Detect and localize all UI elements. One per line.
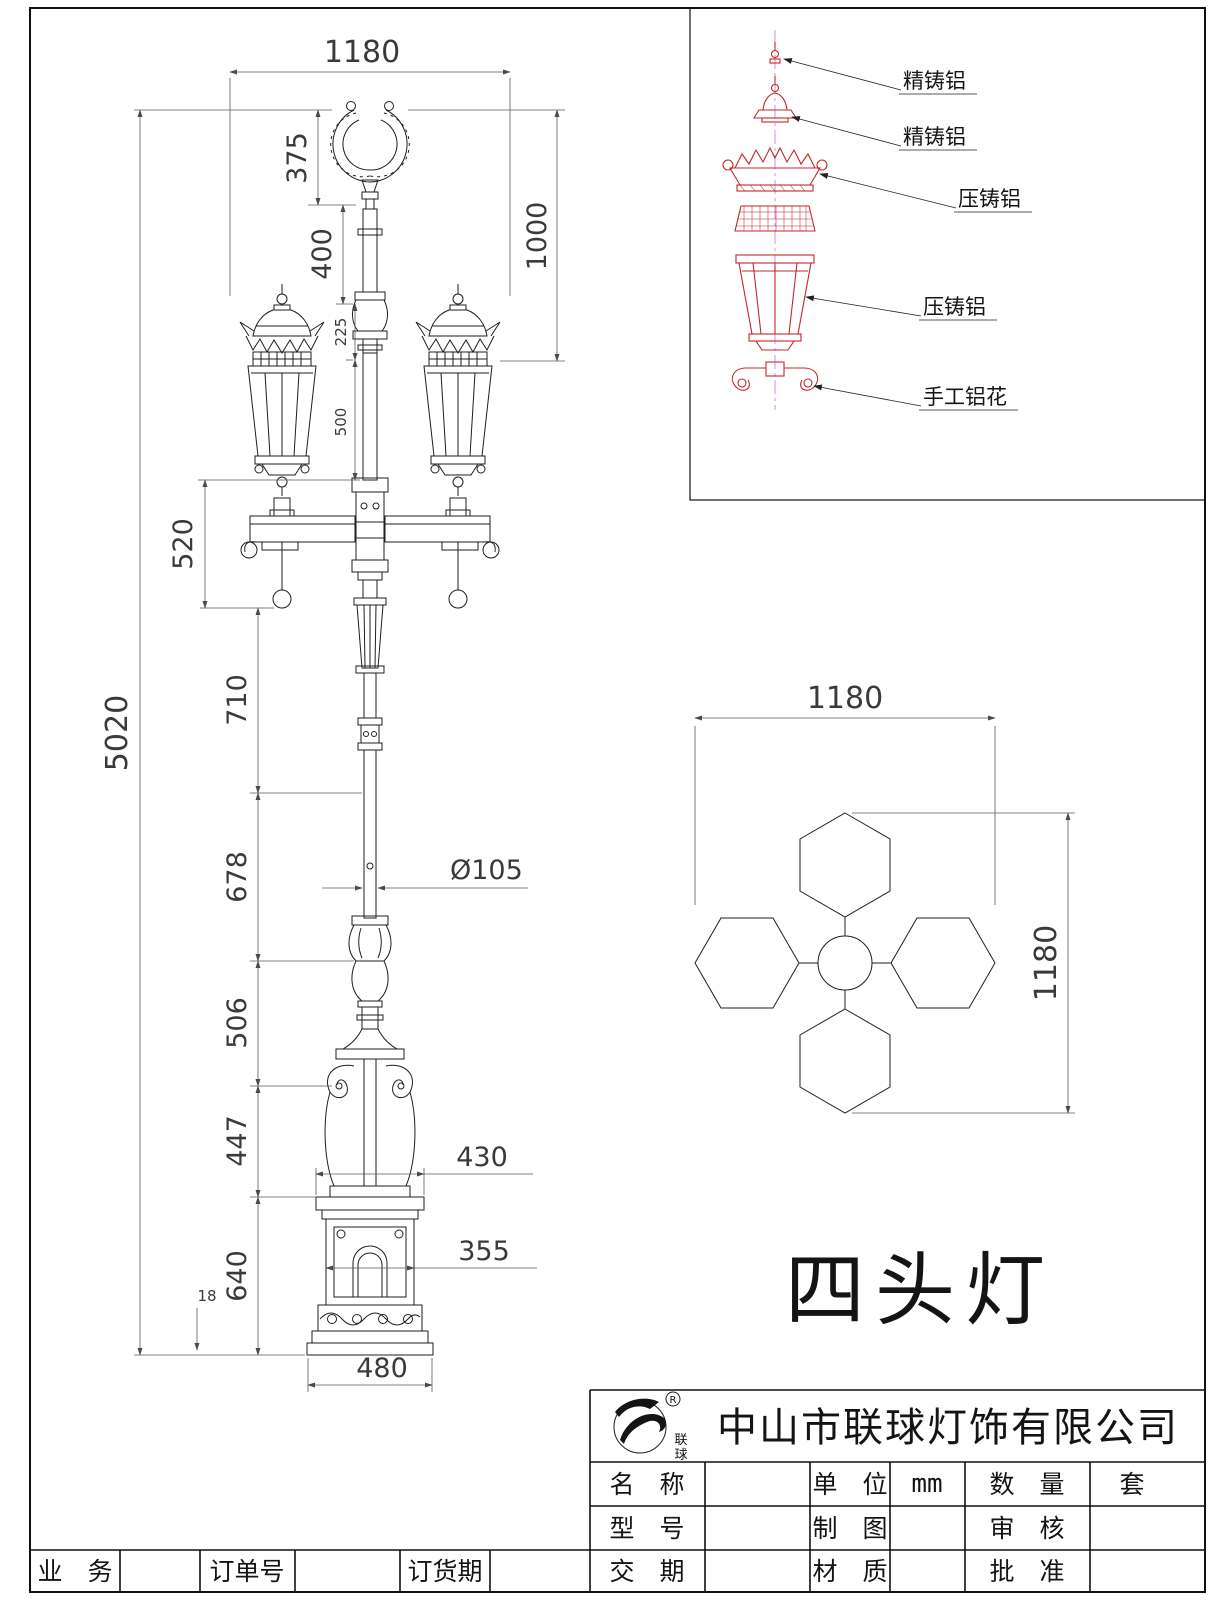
callout-label: 压铸铝 xyxy=(958,187,1021,211)
field-model-label: 型 号 xyxy=(609,1515,684,1543)
company-name: 中山市联球灯饰有限公司 xyxy=(717,1405,1179,1450)
field-quantity-label: 数 量 xyxy=(989,1471,1064,1499)
field-material-label: 材 质 xyxy=(812,1558,887,1586)
logo-swoosh xyxy=(620,1413,667,1444)
dim-finial-height: 375 xyxy=(282,132,313,184)
callout-label: 手工铝花 xyxy=(923,385,1007,409)
field-drafted-label: 制 图 xyxy=(812,1515,887,1543)
callout-label: 精铸铝 xyxy=(903,69,966,93)
plan-lantern-top xyxy=(799,812,891,918)
plan-view: 1180 1180 xyxy=(694,681,1075,1114)
company-logo: R 联 球 xyxy=(613,1391,688,1462)
mid-pole xyxy=(353,579,387,919)
dim-upper-pole: 500 xyxy=(332,408,350,437)
upper-pole xyxy=(352,208,388,481)
plan-pole xyxy=(817,935,873,991)
dim-collar: 225 xyxy=(332,318,350,347)
part-lantern-body xyxy=(735,254,815,351)
arm-hub xyxy=(351,477,389,581)
dim-total-height: 5020 xyxy=(100,695,135,771)
plan-lantern-left xyxy=(694,917,800,1009)
field-name-label: 名 称 xyxy=(609,1471,684,1499)
field-approved-label: 批 准 xyxy=(989,1558,1064,1586)
logo-char-bottom: 球 xyxy=(674,1447,687,1462)
vase-section xyxy=(341,915,399,1050)
dim-upper-section: 400 xyxy=(307,228,338,280)
part-finial xyxy=(769,42,781,64)
dim-arm-section: 520 xyxy=(168,518,199,570)
title-block: R 联 球 中山市联球灯饰有限公司 名 称 单 位 mm 数 量 套 型 号 制… xyxy=(30,1389,1205,1592)
part-mesh-ring xyxy=(734,205,816,232)
callout-label: 精铸铝 xyxy=(903,125,966,149)
logo-wing xyxy=(615,1398,659,1417)
dim-bracket-section: 447 xyxy=(222,1115,253,1167)
dim-base-cap-width: 430 xyxy=(456,1142,508,1173)
dim-base-height: 640 xyxy=(222,1250,253,1302)
plan-lantern-bottom xyxy=(799,1008,891,1114)
dim-plan-height: 1180 xyxy=(1029,925,1064,1001)
lamp-front-view xyxy=(239,101,501,1356)
dim-lantern-drop: 1000 xyxy=(522,202,553,271)
dim-arm-span: 1180 xyxy=(324,35,400,70)
page-border xyxy=(29,7,1206,1593)
field-delivery-label: 交 期 xyxy=(609,1558,684,1586)
field-quantity-value: 套 xyxy=(1119,1471,1144,1499)
dim-mid-section-1: 710 xyxy=(222,674,253,726)
callout-label: 压铸铝 xyxy=(923,295,986,319)
arm-right xyxy=(384,497,500,609)
field-order-no-label: 订单号 xyxy=(209,1558,284,1586)
parts-exploded-view: 精铸铝 精铸铝 压铸铝 压铸铝 手工铝花 xyxy=(722,30,1032,411)
plan-lantern-right xyxy=(890,917,996,1009)
scroll-brackets xyxy=(324,1048,416,1198)
lantern-left xyxy=(239,283,325,497)
dim-plan-width: 1180 xyxy=(807,681,883,716)
logo-char-top: 联 xyxy=(674,1432,687,1447)
parts-box-frame xyxy=(689,7,1206,501)
lantern-right xyxy=(415,283,501,497)
logo-reg-mark: R xyxy=(670,1395,677,1406)
field-business-label: 业 务 xyxy=(37,1558,112,1586)
field-order-period-label: 订货期 xyxy=(407,1558,482,1586)
field-unit-value: mm xyxy=(911,1469,942,1499)
dim-vase-section: 506 xyxy=(222,997,253,1049)
product-title: 四头灯 xyxy=(785,1248,1055,1336)
field-checked-label: 审 核 xyxy=(989,1515,1064,1543)
wreath-finial xyxy=(330,101,410,210)
dim-base-width: 480 xyxy=(356,1353,408,1384)
dim-mid-section-2: 678 xyxy=(222,851,253,903)
field-unit-label: 单 位 xyxy=(812,1471,887,1499)
dim-base-body-width: 355 xyxy=(458,1236,510,1267)
dim-plinth: 18 xyxy=(197,1287,216,1305)
part-crown xyxy=(722,146,828,192)
lamp-base xyxy=(306,1196,434,1356)
arm-left xyxy=(240,497,356,609)
front-view-dimensions: 1180 375 400 1000 225 500 520 710 xyxy=(100,35,565,1392)
dim-pole-diameter: Ø105 xyxy=(450,855,523,886)
